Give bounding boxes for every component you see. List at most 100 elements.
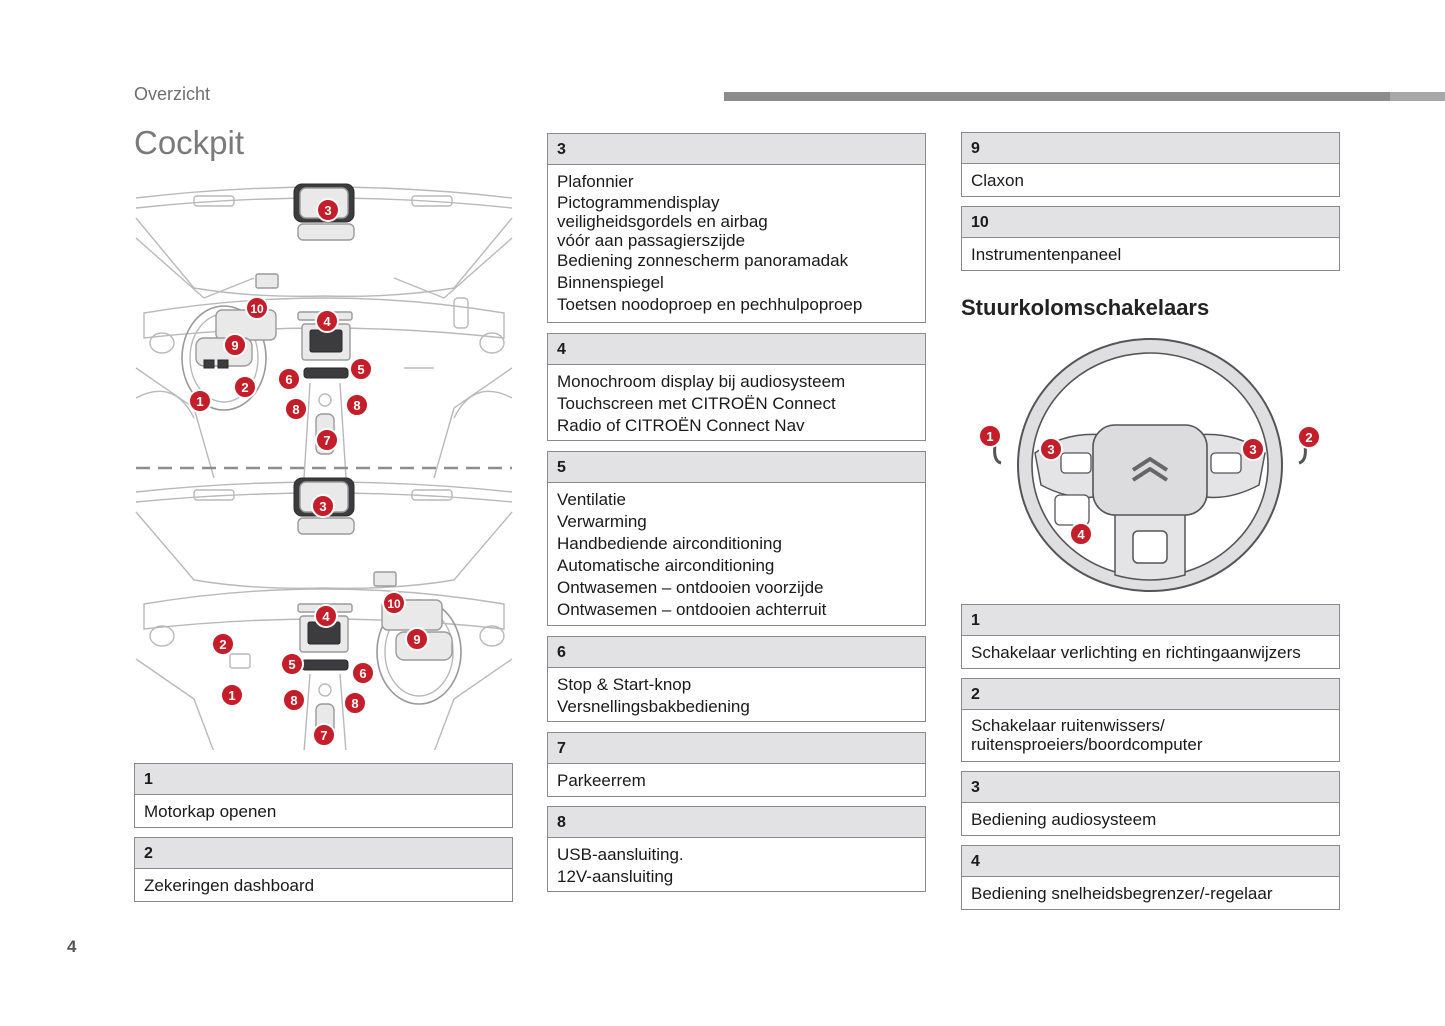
item-text: Zekeringen dashboard — [144, 876, 315, 895]
item-text: ruitensproeiers/boordcomputer — [971, 735, 1203, 754]
item-number: 9 — [962, 133, 1339, 164]
svg-text:10: 10 — [250, 302, 264, 316]
item-number: 5 — [548, 452, 925, 483]
callout-3: 3 — [316, 198, 340, 222]
item-text: Radio of CITROËN Connect Nav — [557, 416, 805, 435]
callout-8: 8 — [282, 688, 306, 712]
svg-text:8: 8 — [351, 696, 358, 711]
svg-text:9: 9 — [231, 338, 238, 353]
item-number: 3 — [548, 134, 925, 165]
item-number: 1 — [962, 605, 1339, 636]
svg-text:6: 6 — [285, 372, 292, 387]
steering-callout-4: 4 — [1069, 522, 1093, 546]
steering-box-2: 2 Schakelaar ruitenwissers/ ruitensproei… — [961, 678, 1340, 762]
steering-subtitle: Stuurkolomschakelaars — [961, 295, 1210, 320]
callout-9: 9 — [223, 333, 247, 357]
svg-text:3: 3 — [1047, 442, 1054, 457]
item-number: 6 — [548, 637, 925, 668]
svg-text:4: 4 — [323, 314, 331, 329]
item-text: Schakelaar ruitenwissers/ — [971, 716, 1165, 735]
item-number: 2 — [135, 838, 512, 869]
callout-3: 3 — [311, 494, 335, 518]
steering-callout-3: 3 — [1241, 437, 1265, 461]
item-text: Instrumentenpaneel — [971, 245, 1122, 264]
svg-text:8: 8 — [290, 693, 297, 708]
callout-5: 5 — [280, 652, 304, 676]
item-text: Stop & Start-knop — [557, 675, 692, 694]
svg-text:5: 5 — [288, 657, 295, 672]
svg-text:10: 10 — [387, 597, 401, 611]
item-text: Automatische airconditioning — [557, 556, 775, 575]
callout-4: 4 — [314, 604, 338, 628]
item-text: Handbediende airconditioning — [557, 534, 782, 553]
svg-text:3: 3 — [1249, 442, 1256, 457]
svg-text:2: 2 — [241, 380, 248, 395]
item-text: Pictogrammendisplay — [557, 193, 720, 212]
steering-callout-1: 1 — [978, 424, 1002, 448]
svg-text:8: 8 — [292, 402, 299, 417]
callout-6: 6 — [351, 661, 375, 685]
item-text: USB-aansluiting. — [557, 845, 684, 864]
steering-callout-3: 3 — [1039, 437, 1063, 461]
steering-wheel-illustration: 1 3 3 2 4 — [978, 338, 1321, 592]
steering-callout-2: 2 — [1297, 425, 1321, 449]
svg-text:7: 7 — [323, 433, 330, 448]
item-number: 4 — [962, 846, 1339, 877]
callout-8: 8 — [345, 393, 369, 417]
svg-text:3: 3 — [324, 203, 331, 218]
svg-text:2: 2 — [219, 637, 226, 652]
item-text: Plafonnier — [557, 172, 634, 191]
callout-9: 9 — [405, 627, 429, 651]
item-text: veiligheidsgordels en airbag — [557, 212, 768, 231]
svg-text:4: 4 — [322, 609, 330, 624]
item-box-3: 3 Plafonnier Pictogrammendisplay veiligh… — [547, 133, 926, 323]
item-text: Ventilatie — [557, 490, 626, 509]
callout-2: 2 — [211, 632, 235, 656]
svg-text:3: 3 — [319, 499, 326, 514]
item-number: 7 — [548, 733, 925, 764]
header-bar — [724, 92, 1445, 101]
steering-box-3: 3 Bediening audiosysteem — [961, 771, 1340, 836]
item-box-5: 5 Ventilatie Verwarming Handbediende air… — [547, 451, 926, 626]
item-number: 10 — [962, 207, 1339, 238]
item-text: Claxon — [971, 171, 1024, 190]
header-bar-end — [1390, 92, 1445, 101]
callout-2: 2 — [233, 375, 257, 399]
svg-text:1: 1 — [196, 394, 203, 409]
item-text: Monochroom display bij audiosysteem — [557, 372, 846, 391]
item-box-1: 1 Motorkap openen — [134, 763, 513, 828]
callout-8: 8 — [343, 691, 367, 715]
page-number: 4 — [67, 937, 77, 956]
item-text: 12V-aansluiting — [557, 867, 674, 886]
callout-10: 10 — [245, 296, 269, 320]
svg-text:7: 7 — [320, 728, 327, 743]
item-text: Parkeerrem — [557, 771, 646, 790]
item-text: Motorkap openen — [144, 802, 277, 821]
item-box-6: 6 Stop & Start-knop Versnellingsbakbedie… — [547, 636, 926, 722]
cockpit-illustration: 3 10 4 9 5 6 2 1 8 8 7 3 10 4 9 2 5 6 1 … — [135, 183, 513, 750]
svg-text:6: 6 — [359, 666, 366, 681]
item-text: Ontwasemen – ontdooien voorzijde — [557, 578, 824, 597]
callout-8: 8 — [284, 397, 308, 421]
item-text: Verwarming — [557, 512, 647, 531]
item-text: Bediening audiosysteem — [971, 810, 1157, 829]
callout-7: 7 — [315, 428, 339, 452]
page-title: Cockpit — [134, 124, 245, 161]
svg-text:2: 2 — [1305, 430, 1312, 445]
item-text: Schakelaar verlichting en richtingaanwij… — [971, 643, 1301, 662]
item-box-9: 9 Claxon — [961, 132, 1340, 197]
item-text: Bediening snelheidsbegrenzer/-regelaar — [971, 884, 1273, 903]
item-box-10: 10 Instrumentenpaneel — [961, 206, 1340, 271]
svg-text:4: 4 — [1077, 527, 1085, 542]
steering-box-4: 4 Bediening snelheidsbegrenzer/-regelaar — [961, 845, 1340, 910]
item-text: Versnellingsbakbediening — [557, 697, 750, 716]
svg-text:8: 8 — [353, 398, 360, 413]
item-number: 3 — [962, 772, 1339, 803]
item-number: 4 — [548, 334, 925, 365]
svg-text:5: 5 — [357, 362, 364, 377]
svg-text:1: 1 — [986, 429, 993, 444]
callout-1: 1 — [220, 683, 244, 707]
item-text: Toetsen noodoproep en pechhulpoproep — [557, 295, 863, 314]
callout-5: 5 — [349, 357, 373, 381]
item-text: Bediening zonnescherm panoramadak — [557, 251, 849, 270]
